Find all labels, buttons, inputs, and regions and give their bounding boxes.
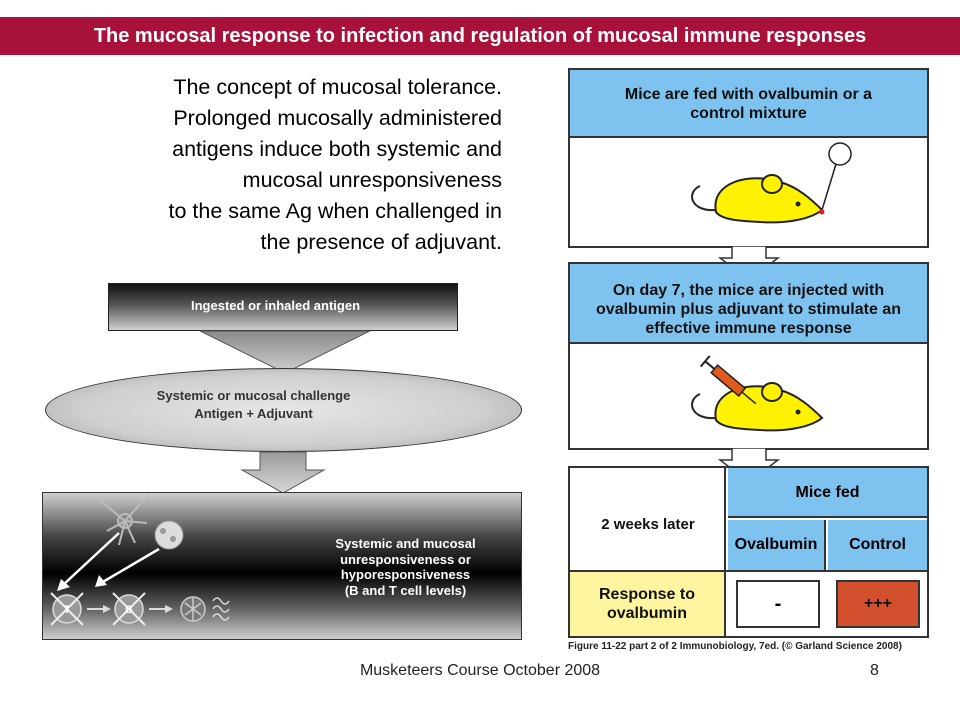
- value-ovalbumin: -: [736, 580, 820, 628]
- injected-mouse-icon: [691, 355, 824, 432]
- outcome-text: Systemic and mucosal unresponsiveness or…: [335, 536, 476, 598]
- immune-cells-illustration: T B: [50, 494, 230, 626]
- col-ovalbumin: Ovalbumin: [728, 520, 826, 570]
- antigen-blob-icon: [154, 520, 184, 550]
- time-note-cell: 2 weeks later: [570, 468, 726, 570]
- intro-line: to the same Ag when challenged in: [168, 199, 502, 223]
- page-number: 8: [870, 662, 879, 679]
- time-note: 2 weeks later: [601, 516, 695, 533]
- intro-text: The concept of mucosal tolerance. Prolon…: [60, 72, 502, 258]
- row-label: Response to ovalbumin: [570, 572, 726, 636]
- intro-line: the presence of adjuvant.: [260, 230, 502, 254]
- feeding-panel: Mice are fed with ovalbumin or a control…: [568, 68, 929, 248]
- dendritic-cell-icon: [94, 494, 150, 546]
- step-ingested-antigen-label: Ingested or inhaled antigen: [191, 298, 361, 313]
- fed-mouse-icon: [691, 142, 852, 224]
- intro-line: mucosal unresponsiveness: [242, 168, 502, 192]
- figure-caption: Figure 11-22 part 2 of 2 Immunobiology, …: [568, 641, 902, 652]
- challenge-line-1: Systemic or mucosal challenge: [156, 388, 351, 403]
- challenge-line-2: Antigen + Adjuvant: [194, 406, 313, 421]
- intro-lead: The concept of mucosal tolerance.: [173, 75, 502, 99]
- intro-line: antigens induce both systemic and: [172, 137, 502, 161]
- value-control: +++: [836, 580, 920, 628]
- b-cell-crossed-icon: [112, 592, 146, 626]
- results-table: 2 weeks later Mice fed Ovalbumin Control…: [568, 466, 929, 638]
- challenge-ellipse: Systemic or mucosal challenge Antigen + …: [45, 368, 522, 452]
- step-ingested-antigen-box: Ingested or inhaled antigen: [108, 283, 458, 331]
- outcome-box: T B Systemic and mucosal unresponsivenes…: [42, 492, 522, 640]
- t-cell-label: T: [64, 604, 71, 616]
- arrow-to-b-icon: [100, 547, 160, 585]
- down-arrow-2: [240, 451, 326, 494]
- plasma-cell-icon: [180, 596, 206, 622]
- feeding-panel-title: Mice are fed with ovalbumin or a control…: [570, 70, 927, 136]
- b-cell-label: B: [125, 604, 133, 616]
- intro-line: Prolonged mucosally administered: [173, 106, 502, 130]
- footer-course: Musketeers Course October 2008: [359, 662, 601, 679]
- t-cell-crossed-icon: [50, 592, 84, 626]
- arrow-to-t-icon: [62, 532, 120, 586]
- down-arrow-1: [200, 330, 370, 374]
- antibody-squiggle-icon: [212, 597, 230, 621]
- group-header: Mice fed: [728, 468, 927, 518]
- injection-panel: On day 7, the mice are injected with ova…: [568, 262, 929, 450]
- syringe-icon: [699, 355, 757, 405]
- slide-title: The mucosal response to infection and re…: [0, 17, 960, 55]
- col-control: Control: [828, 520, 927, 570]
- injection-panel-title: On day 7, the mice are injected with ova…: [570, 264, 927, 342]
